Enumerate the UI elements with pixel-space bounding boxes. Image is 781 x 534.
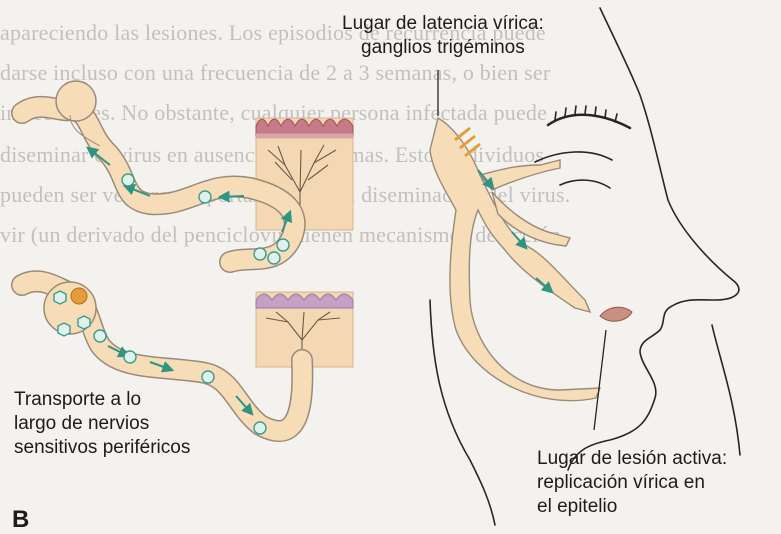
label-transport-line: Transporte a lo xyxy=(14,388,190,412)
label-transport-line: sensitivos periféricos xyxy=(14,436,190,460)
figure-letter: B xyxy=(12,506,29,534)
trigeminal-nerve xyxy=(430,118,600,401)
label-transport: Transporte a lo largo de nervios sensiti… xyxy=(14,388,190,460)
label-latency-line: Lugar de latencia vírica: xyxy=(342,12,544,36)
label-transport-line: largo de nervios xyxy=(14,412,190,436)
label-lesion-line: Lugar de lesión activa: xyxy=(537,447,727,471)
label-latency-site: Lugar de latencia vírica: ganglios trigé… xyxy=(342,12,544,60)
skin-panel-top xyxy=(256,118,353,230)
lips xyxy=(600,307,632,321)
label-lesion-line: el epitelio xyxy=(537,495,727,519)
label-active-lesion: Lugar de lesión activa: replicación víri… xyxy=(537,447,727,519)
label-latency-line: ganglios trigéminos xyxy=(342,36,544,60)
viral-nucleus-bottom xyxy=(71,288,87,304)
label-lesion-line: replicación vírica en xyxy=(537,471,727,495)
ganglion-top xyxy=(56,81,96,121)
